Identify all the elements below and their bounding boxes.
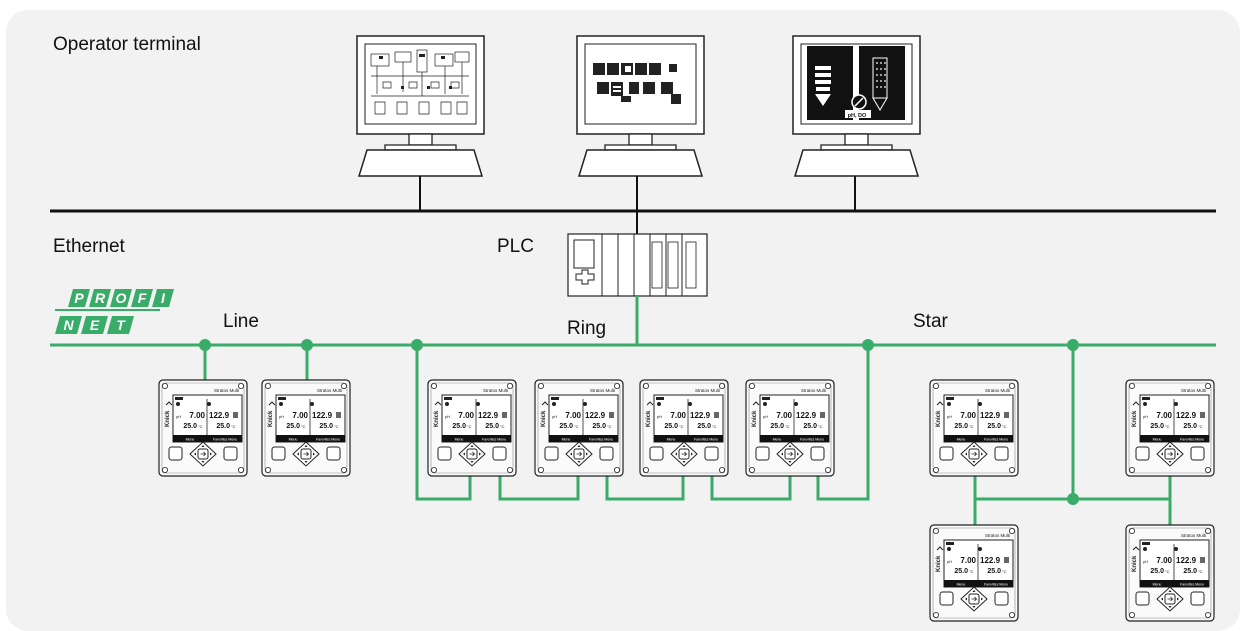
operator-terminal-monitor-1 (356, 35, 485, 177)
profinet-logo-letter: T (116, 317, 126, 333)
star-device-3 (929, 524, 1019, 622)
line-device-2 (261, 379, 351, 477)
profinet-logo-letter: E (90, 317, 100, 333)
operator-terminal-monitor-3: pH, DO (792, 35, 921, 177)
star-device-2 (1125, 379, 1215, 477)
ring-device-1 (427, 379, 517, 477)
monitor-caption: pH, DO (848, 113, 867, 119)
ring-topology-label: Ring (567, 318, 607, 339)
profinet-logo-letter: F (138, 290, 147, 306)
network-junctions (199, 339, 1079, 505)
plc-label: PLC (497, 236, 534, 257)
profinet-logo-letter: R (95, 290, 106, 306)
profinet-logo-tile (55, 316, 82, 334)
ring-device-4 (745, 379, 835, 477)
profinet-logo-letter: N (63, 317, 74, 333)
ethernet-label: Ethernet (53, 236, 125, 257)
star-topology-label: Star (913, 311, 948, 332)
operator-terminal-label: Operator terminal (53, 34, 201, 55)
profinet-logo-tile (107, 316, 134, 334)
ring-device-3 (639, 379, 729, 477)
profinet-logo-tile (110, 289, 132, 307)
profinet-logo-letter: P (74, 290, 84, 306)
profinet-logo-tile (68, 289, 90, 307)
line-device-1 (158, 379, 248, 477)
plc-unit (567, 233, 708, 297)
ring-device-2 (534, 379, 624, 477)
profinet-logo-tile (89, 289, 111, 307)
line-topology-label: Line (223, 311, 259, 332)
star-device-4 (1125, 524, 1215, 622)
profinet-logo-letter: I (161, 290, 166, 306)
star-device-1 (929, 379, 1019, 477)
profinet-logo-tile (131, 289, 153, 307)
profinet-logo-tile (81, 316, 108, 334)
profinet-logo-letter: O (116, 290, 127, 306)
profinet-logo-tile (152, 289, 174, 307)
operator-terminal-monitor-2 (576, 35, 705, 177)
ethernet-bus (50, 176, 1216, 234)
